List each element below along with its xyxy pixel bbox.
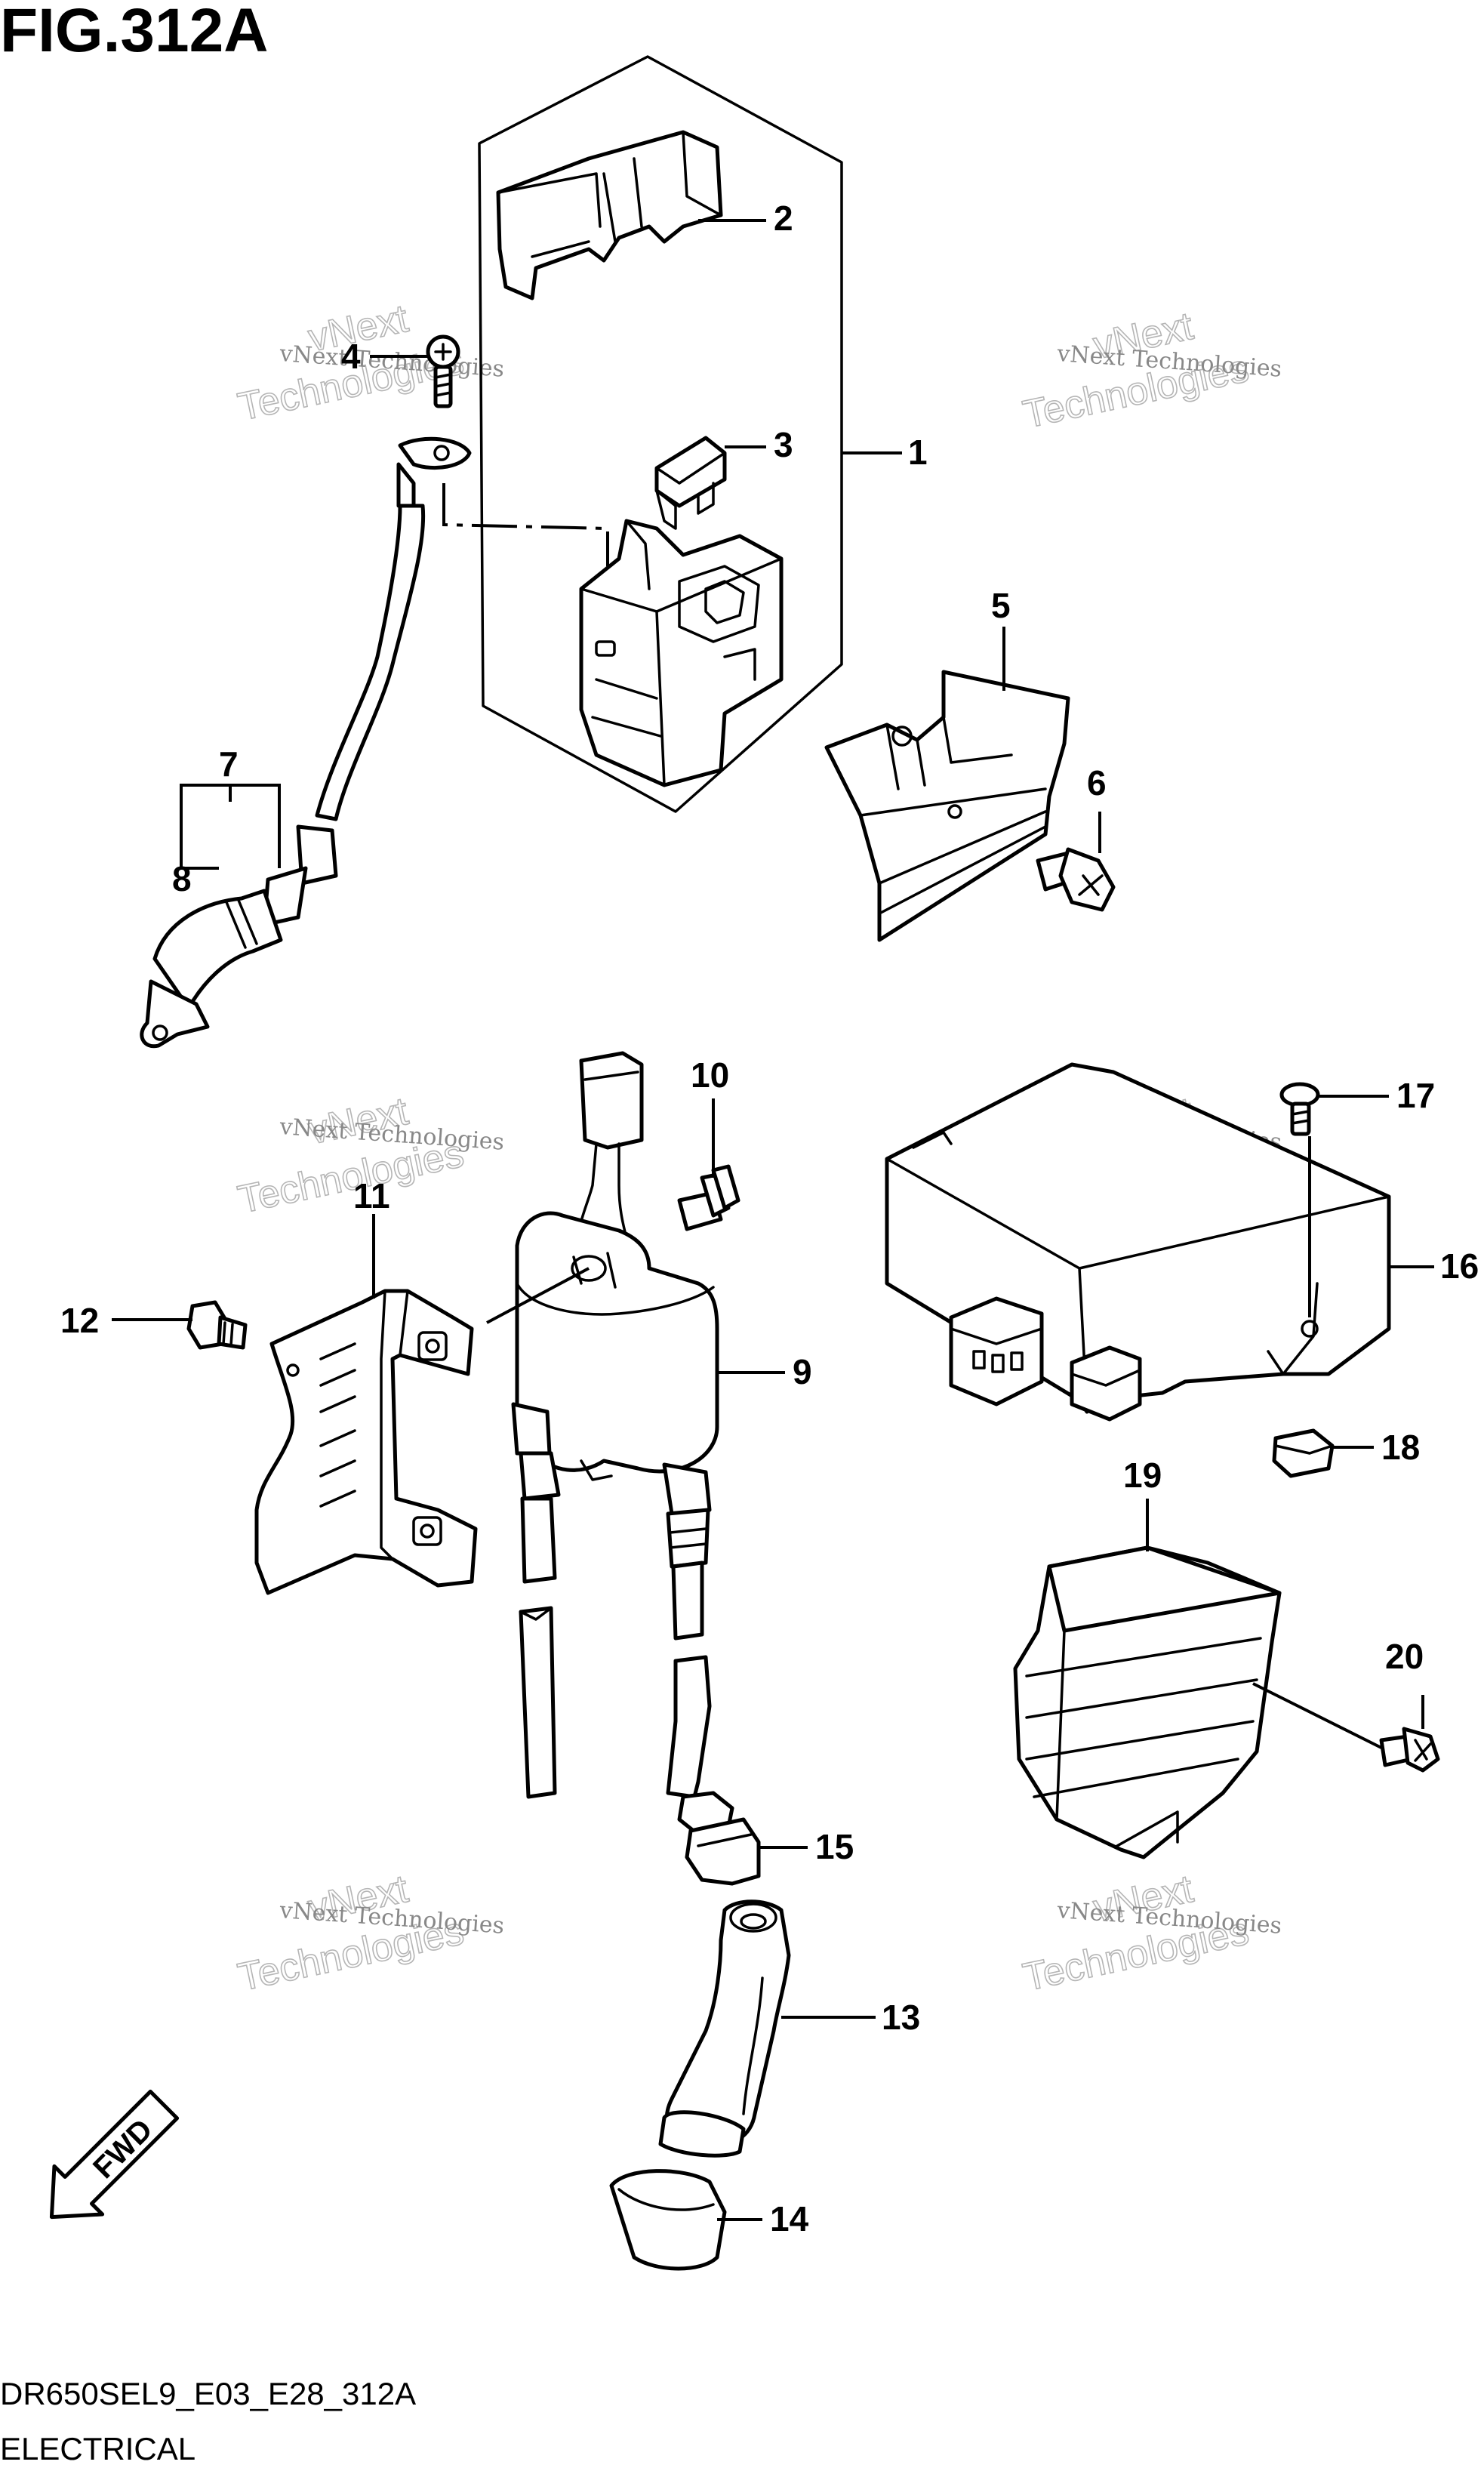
- callout-11: 11: [353, 1176, 390, 1215]
- watermark-mid-left: vNext Technologies: [234, 1089, 469, 1222]
- coil-bracket-drawing: [254, 1289, 478, 1595]
- relay-bracket-drawing: [824, 670, 1070, 942]
- callout-16: 16: [1440, 1246, 1479, 1286]
- callout-15: 15: [815, 1827, 854, 1866]
- callout-8: 8: [172, 859, 192, 898]
- lead-wire-drawing: [140, 436, 472, 1049]
- bolt-20-drawing: [1379, 1727, 1440, 1773]
- leader-line-coil-bolt: [486, 1267, 590, 1324]
- bolt-12-drawing: [186, 1300, 248, 1350]
- callout-7-8-bracket: [180, 784, 281, 870]
- figure-title: FIG.312A: [0, 0, 268, 65]
- callout-17: 17: [1396, 1076, 1435, 1115]
- forward-arrow-icon: FWD: [49, 2089, 180, 2220]
- section-name: ELECTRICAL: [0, 2431, 196, 2466]
- relay-assembly-boundary: [478, 55, 843, 813]
- callout-3: 3: [774, 425, 793, 464]
- callout-2: 2: [774, 199, 793, 238]
- coil-connector-drawing: [576, 1051, 644, 1240]
- leader-line-17: [1308, 1095, 1389, 1317]
- callout-1: 1: [908, 433, 928, 472]
- callout-19: 19: [1123, 1456, 1162, 1495]
- relay-screw-link: [442, 483, 609, 566]
- callout-5: 5: [991, 586, 1011, 625]
- leader-line-20: [1252, 1682, 1424, 1749]
- callout-14: 14: [770, 2199, 809, 2238]
- callout-4: 4: [341, 337, 361, 376]
- callout-7: 7: [219, 744, 239, 784]
- callout-10: 10: [691, 1055, 729, 1095]
- callout-20: 20: [1385, 1637, 1424, 1676]
- cap-boot-drawing: [609, 2169, 727, 2271]
- plug-cap-drawing: [658, 1899, 791, 2158]
- seal-drawing: [677, 1791, 761, 1886]
- control-unit-drawing: [885, 1062, 1391, 1422]
- screw-17-drawing: [1279, 1082, 1320, 1136]
- regulator-rectifier-drawing: [1013, 1545, 1282, 1859]
- callout-18: 18: [1381, 1428, 1420, 1467]
- fuse-drawing: [654, 436, 727, 530]
- model-code: DR650SEL9_E03_E28_312A: [0, 2376, 416, 2411]
- callout-6: 6: [1087, 763, 1107, 803]
- bolt-6-drawing: [1036, 847, 1116, 912]
- relay-body-drawing: [579, 519, 784, 787]
- callout-9: 9: [793, 1352, 812, 1391]
- bolt-10-drawing: [677, 1164, 740, 1231]
- nut-18-drawing: [1272, 1428, 1335, 1478]
- callout-13: 13: [882, 1998, 920, 2037]
- ignition-coil-drawing: [511, 1211, 719, 1799]
- screw-4-drawing: [426, 334, 460, 408]
- callout-12: 12: [60, 1301, 99, 1340]
- relay-cover-drawing: [496, 130, 723, 300]
